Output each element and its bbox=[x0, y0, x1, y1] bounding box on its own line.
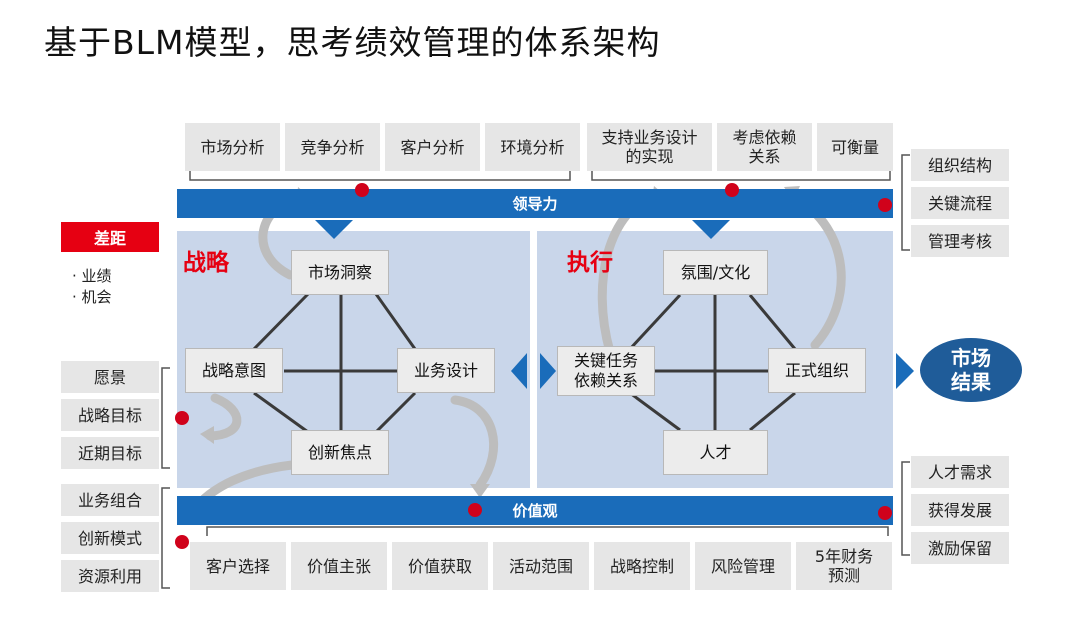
right-box-management-review: 管理考核 bbox=[911, 225, 1009, 257]
bottom-box-customer-selection: 客户选择 bbox=[190, 542, 286, 590]
left-box-strategic-goal: 战略目标 bbox=[61, 399, 159, 431]
top-box-environment-analysis: 环境分析 bbox=[485, 123, 580, 171]
leadership-bar: 领导力 bbox=[177, 189, 893, 218]
right-box-retention: 激励保留 bbox=[911, 532, 1009, 564]
bottom-box-value-proposition: 价值主张 bbox=[291, 542, 387, 590]
right-box-org-structure: 组织结构 bbox=[911, 149, 1009, 181]
node-talent: 人才 bbox=[663, 430, 768, 475]
bottom-box-financial-forecast: 5年财务 预测 bbox=[796, 542, 892, 590]
node-innovation-focus: 创新焦点 bbox=[291, 430, 389, 475]
left-box-vision: 愿景 bbox=[61, 361, 159, 393]
bottom-box-strategic-control: 战略控制 bbox=[594, 542, 690, 590]
node-formal-org: 正式组织 bbox=[768, 348, 866, 393]
left-box-business-portfolio: 业务组合 bbox=[61, 484, 159, 516]
node-business-design: 业务设计 bbox=[397, 348, 495, 393]
connector-dot-left-low bbox=[175, 535, 189, 549]
top-box-competition-analysis: 竞争分析 bbox=[285, 123, 380, 171]
market-result-line2: 结果 bbox=[951, 370, 991, 394]
right-box-key-process: 关键流程 bbox=[911, 187, 1009, 219]
market-result-badge: 市场 结果 bbox=[920, 338, 1022, 402]
left-box-near-term-goal: 近期目标 bbox=[61, 437, 159, 469]
connector-dot-top-left bbox=[355, 183, 369, 197]
values-bar: 价值观 bbox=[177, 496, 893, 525]
node-key-tasks: 关键任务 依赖关系 bbox=[557, 346, 655, 396]
bottom-box-activity-scope: 活动范围 bbox=[493, 542, 589, 590]
connector-dot-top-right bbox=[725, 183, 739, 197]
top-box-dependencies: 考虑依赖 关系 bbox=[717, 123, 812, 171]
page-title: 基于BLM模型，思考绩效管理的体系架构 bbox=[44, 23, 661, 62]
connector-dot-right-top bbox=[878, 198, 892, 212]
market-result-line1: 市场 bbox=[951, 346, 991, 370]
strategy-label: 战略 bbox=[183, 250, 229, 276]
connector-dot-left-mid bbox=[175, 411, 189, 425]
node-strategic-intent: 战略意图 bbox=[185, 348, 283, 393]
bottom-box-value-capture: 价值获取 bbox=[392, 542, 488, 590]
top-box-market-analysis: 市场分析 bbox=[185, 123, 280, 171]
bottom-box-risk-management: 风险管理 bbox=[695, 542, 791, 590]
left-box-resource-use: 资源利用 bbox=[61, 560, 159, 592]
gap-item-performance: · 业绩 bbox=[72, 267, 112, 285]
node-culture: 氛围/文化 bbox=[663, 250, 768, 295]
left-box-innovation-model: 创新模式 bbox=[61, 522, 159, 554]
top-box-measurable: 可衡量 bbox=[817, 123, 893, 171]
node-market-insight: 市场洞察 bbox=[291, 250, 389, 295]
gap-badge: 差距 bbox=[61, 222, 159, 252]
right-box-development: 获得发展 bbox=[911, 494, 1009, 526]
top-box-customer-analysis: 客户分析 bbox=[385, 123, 480, 171]
top-box-support-design: 支持业务设计 的实现 bbox=[587, 123, 712, 171]
gap-item-opportunity: · 机会 bbox=[72, 288, 112, 306]
execution-label: 执行 bbox=[567, 250, 613, 276]
connector-dot-bottom bbox=[468, 503, 482, 517]
right-box-talent-demand: 人才需求 bbox=[911, 456, 1009, 488]
connector-dot-right-bottom bbox=[878, 506, 892, 520]
